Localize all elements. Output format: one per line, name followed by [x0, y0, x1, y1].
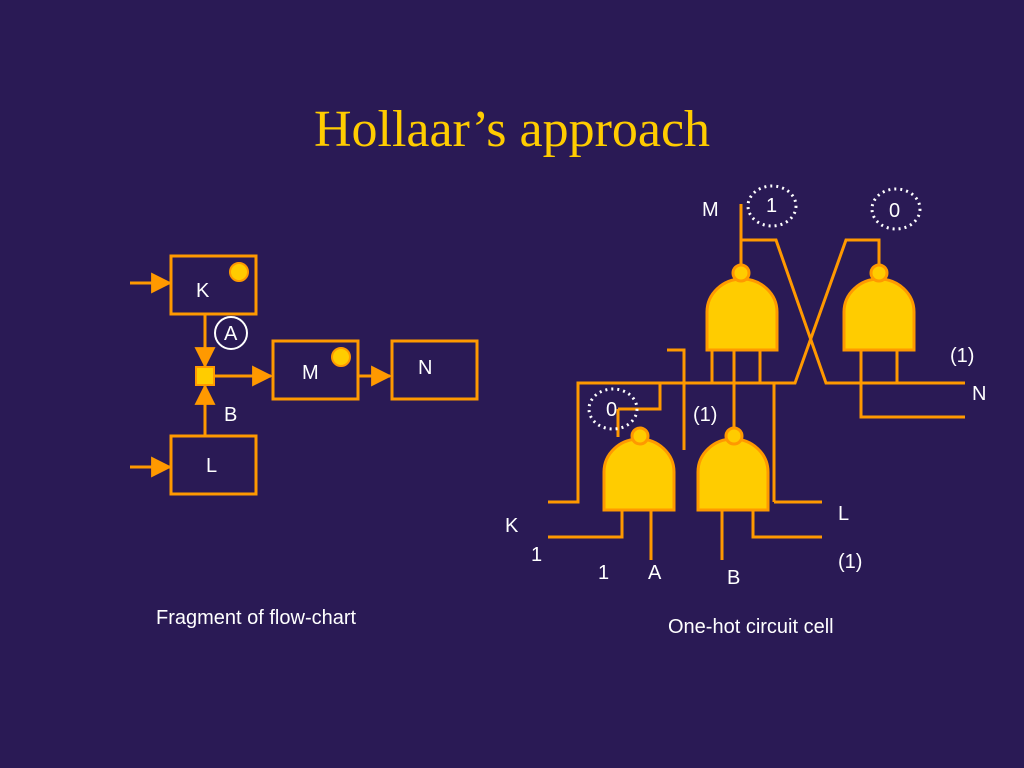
flowchart — [130, 254, 479, 496]
slide-title: Hollaar’s approach — [313, 101, 711, 158]
flowchart-box-n-label: N — [418, 357, 432, 379]
flowchart-box-k — [169, 254, 258, 316]
circuit-label-a: A — [648, 562, 662, 584]
token-circle-left — [587, 387, 639, 431]
circuit-label-k: K — [505, 515, 519, 537]
circuit-token-m: 1 — [766, 195, 777, 217]
flowchart-box-l — [169, 434, 258, 496]
circuit-label-a-value: 1 — [598, 562, 609, 584]
gate-bubble-bottom-right — [724, 426, 744, 446]
flowchart-label-b: B — [224, 404, 237, 426]
flowchart-box-k-label: K — [196, 280, 210, 302]
circuit-label-n-value: (1) — [950, 345, 974, 367]
circuit-label-m: M — [702, 199, 719, 221]
circuit-label-n: N — [972, 383, 986, 405]
flowchart-box-n — [390, 339, 479, 401]
circuit-label-l-value: (1) — [838, 551, 862, 573]
circuit-label-l: L — [838, 503, 849, 525]
circuit-wires — [548, 204, 965, 560]
circuit-label-b: B — [727, 567, 740, 589]
and-gate-top-right — [842, 277, 916, 352]
label-a-circle — [214, 316, 248, 350]
circuit-caption: One-hot circuit cell — [668, 616, 834, 638]
circuit-token-left: 0 — [606, 399, 617, 421]
gate-bubble-top-right — [869, 263, 889, 283]
flowchart-caption: Fragment of flow-chart — [156, 607, 357, 629]
circuit-token-top-right: 0 — [889, 200, 900, 222]
token-circle-m — [746, 184, 798, 228]
and-gate-top-left — [705, 277, 779, 352]
circuit-label-mid-value: (1) — [693, 404, 717, 426]
gate-bubble-top-left — [731, 263, 751, 283]
circuit-label-k-value: 1 — [531, 544, 542, 566]
token-circle-top-right — [870, 187, 922, 231]
token-k — [229, 262, 249, 282]
flowchart-box-m-label: M — [302, 362, 319, 384]
flowchart-label-a: A — [224, 323, 238, 345]
and-gate-bottom-left — [602, 437, 676, 512]
flowchart-junction — [195, 366, 215, 386]
token-m — [331, 347, 351, 367]
flowchart-box-l-label: L — [206, 455, 217, 477]
gate-bubble-bottom-left — [630, 426, 650, 446]
circuit-gates — [602, 263, 916, 512]
and-gate-bottom-right — [696, 437, 770, 512]
